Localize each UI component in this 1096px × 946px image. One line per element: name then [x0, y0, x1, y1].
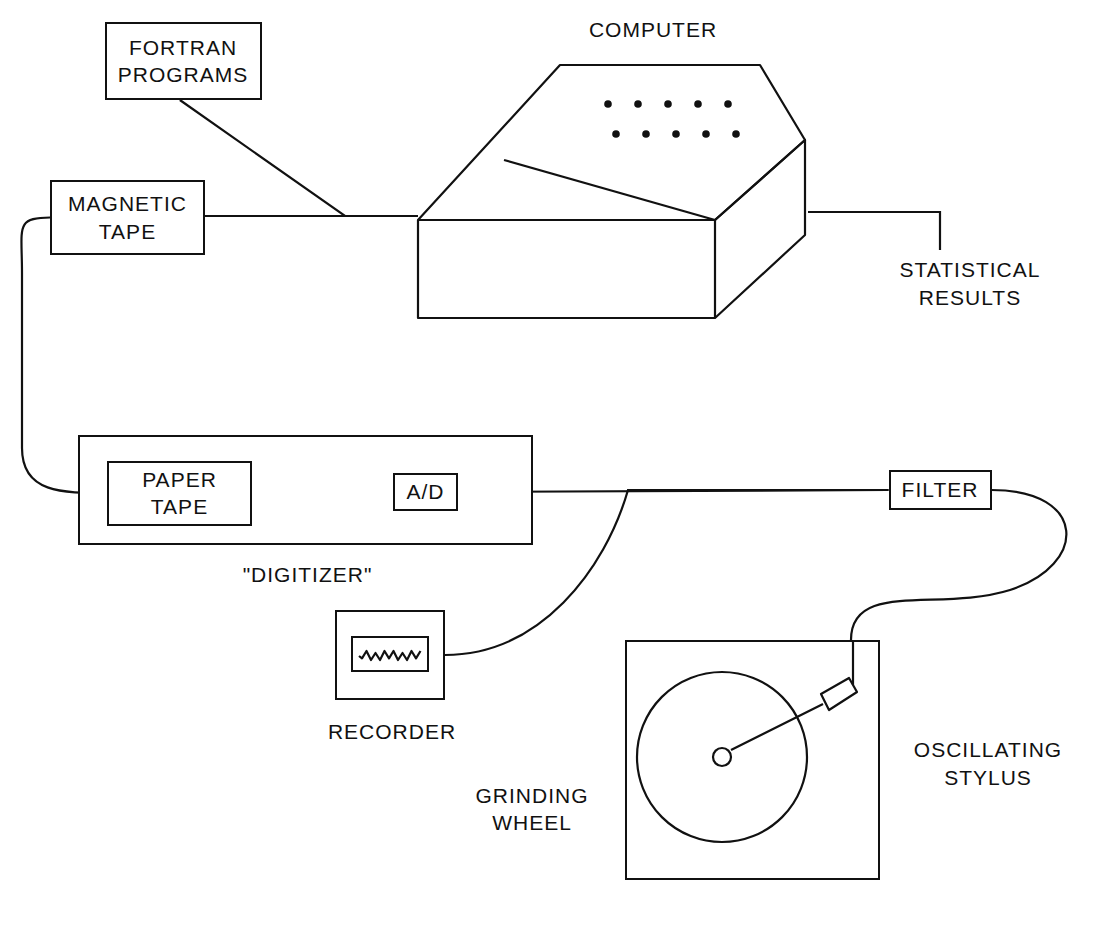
wheel-disc [637, 672, 807, 842]
panel-light [634, 100, 642, 108]
panel-edge [504, 160, 715, 220]
chart-window [352, 637, 428, 671]
recorder-illustration [337, 612, 443, 698]
computer-side [715, 140, 805, 318]
wheel-illustration [627, 642, 878, 878]
computer-figure: COMPUTER [418, 62, 810, 318]
node-heading: RECORDER [322, 718, 462, 745]
panel-light [694, 100, 702, 108]
node-label: FILTER [896, 476, 985, 503]
signal-line [205, 215, 418, 217]
digitizer-box: "DIGITIZER"PAPER TAPEA/D [78, 435, 533, 545]
signal-line [851, 490, 1066, 640]
filter-box: FILTER [889, 470, 992, 510]
converter-box: A/D [393, 473, 458, 511]
stylus-head [821, 678, 857, 710]
stylus-arm [731, 704, 823, 750]
node-label: PAPER TAPE [109, 466, 250, 521]
panel-light [732, 130, 740, 138]
panel-light [664, 100, 672, 108]
node-label: FORTRAN PROGRAMS [107, 34, 260, 89]
tape-box: MAGNETIC TAPE [50, 180, 205, 255]
wheel-hub [713, 748, 731, 766]
node-heading: GRINDING WHEEL [457, 782, 607, 837]
node-heading: "DIGITIZER" [170, 561, 445, 588]
paper-tape-box: PAPER TAPE [107, 461, 252, 526]
output-line [808, 212, 940, 250]
panel-light [702, 130, 710, 138]
chart-trace [359, 651, 421, 660]
panel-light [612, 130, 620, 138]
panel-light [672, 130, 680, 138]
output-label: STATISTICAL RESULTS [880, 256, 1060, 313]
node-label: A/D [400, 478, 450, 505]
computer-illustration [418, 62, 810, 318]
panel-light [724, 100, 732, 108]
turntable-plate: GRINDING WHEEL [625, 640, 880, 880]
program-box: FORTRAN PROGRAMS [105, 22, 262, 100]
stylus-label: OSCILLATING STYLUS [893, 736, 1083, 793]
panel-light [604, 100, 612, 108]
panel-light [642, 130, 650, 138]
node-heading: COMPUTER [558, 16, 748, 43]
node-label: MAGNETIC TAPE [52, 190, 203, 245]
stylus-wire [852, 642, 854, 685]
computer-panel [418, 65, 805, 220]
recorder-box: RECORDER [335, 610, 445, 700]
computer-front [418, 220, 715, 318]
signal-line [180, 100, 418, 216]
